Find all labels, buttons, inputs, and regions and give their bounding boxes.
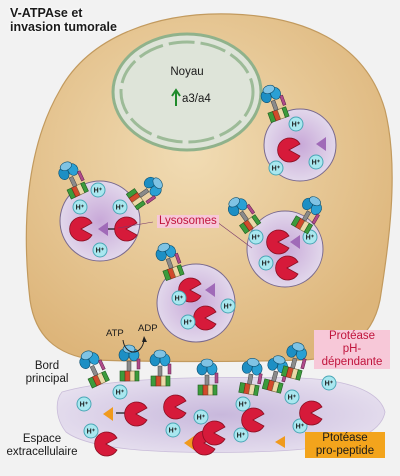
lysosome-left bbox=[54, 157, 168, 262]
atp-hydrolysis-arrow-icon bbox=[122, 339, 145, 353]
diagram-title: V-ATPAse et invasion tumorale bbox=[10, 6, 117, 34]
ph-protease-line-1: Protéase bbox=[314, 330, 390, 343]
pro-protease-line-2: pro-peptide bbox=[305, 445, 385, 458]
upregulation-arrow-icon bbox=[171, 88, 181, 106]
title-line-1: V-ATPAse et bbox=[10, 6, 83, 20]
lysosome-bottom-center bbox=[152, 239, 236, 343]
extracellular-space-label: Espace extracellulaire bbox=[0, 433, 84, 459]
lysosome-center-right bbox=[223, 192, 327, 288]
title-line-2: invasion tumorale bbox=[10, 20, 117, 34]
ph-protease-line-3: dépendante bbox=[314, 356, 390, 369]
adp-label: ADP bbox=[138, 323, 158, 334]
nucleus-gene-label: a3/a4 bbox=[182, 93, 211, 105]
pro-protease-line-1: Ptotéase bbox=[305, 432, 385, 445]
leading-edge-label-line-1: Bord bbox=[34, 360, 60, 372]
extracellular-label-line-1: Espace bbox=[22, 433, 62, 445]
nucleus-label: Noyau bbox=[170, 66, 204, 78]
extracellular-contents bbox=[76, 375, 337, 457]
lysosome-top-right bbox=[257, 81, 337, 182]
leading-edge-label: Bord principal bbox=[6, 360, 88, 386]
ph-protease-line-2: pH- bbox=[314, 343, 390, 356]
nucleus bbox=[111, 32, 263, 152]
pro-peptide-protease-label: Ptotéase pro-peptide bbox=[305, 432, 385, 458]
atp-label: ATP bbox=[106, 328, 124, 339]
extracellular-label-line-2: extracellulaire bbox=[6, 446, 78, 458]
lysosomes-label: Lysosomes bbox=[157, 215, 219, 228]
leading-edge-label-line-2: principal bbox=[25, 373, 69, 385]
ph-dependent-protease-label: Protéase pH- dépendante bbox=[314, 330, 390, 369]
